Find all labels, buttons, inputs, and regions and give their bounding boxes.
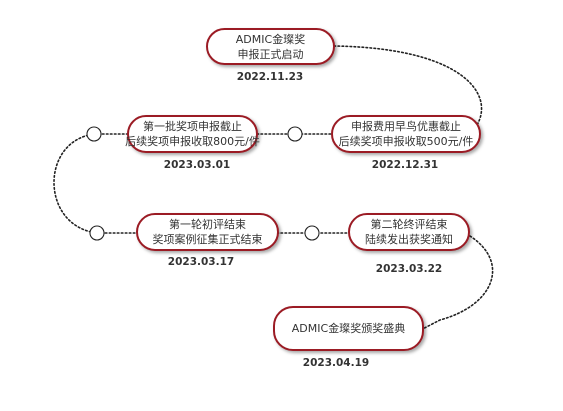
milestone-node-final-review: 第二轮终评结束 陆续发出获奖通知: [348, 213, 470, 251]
milestone-line2: 陆续发出获奖通知: [365, 233, 453, 246]
milestone-node-early-bird: 申报费用早鸟优惠截止 后续奖项申报收取500元/件: [331, 115, 481, 153]
milestone-date: 2023.03.17: [167, 256, 235, 268]
milestone-line2: 后续奖项申报收取500元/件: [338, 135, 474, 148]
connector-3-4: [53, 133, 137, 234]
milestone-node-first-batch: 第一批奖项申报截止 后续奖项申报收取800元/件: [125, 115, 260, 153]
junction-dot: [287, 126, 303, 142]
milestone-line1: 第一批奖项申报截止: [143, 120, 242, 133]
milestone-date: 2023.04.19: [302, 357, 370, 369]
milestone-date: 2022.12.31: [371, 159, 439, 171]
milestone-line2: 申报正式启动: [237, 47, 304, 61]
milestone-line2: 后续奖项申报收取800元/件: [125, 135, 260, 148]
milestone-line1: 第一轮初评结束: [169, 218, 246, 231]
milestone-node-launch: ADMIC金璨奖 申报正式启动: [206, 28, 335, 65]
milestone-node-first-review: 第一轮初评结束 奖项案例征集正式结束: [136, 213, 279, 251]
milestone-date: 2023.03.01: [163, 159, 231, 171]
milestone-line1: ADMIC金璨奖颁奖盛典: [291, 322, 406, 335]
milestone-line1: 第二轮终评结束: [370, 218, 448, 231]
milestone-line2: 奖项案例征集正式结束: [152, 233, 263, 246]
connector-1-2: [333, 45, 483, 133]
junction-dot: [304, 225, 320, 241]
junction-dot: [89, 225, 105, 241]
milestone-line1: 申报费用早鸟优惠截止: [351, 120, 461, 133]
milestone-date: 2022.11.23: [236, 71, 304, 83]
milestone-date: 2023.03.22: [375, 263, 443, 275]
junction-dot: [86, 126, 102, 142]
connector-5-6: [419, 235, 494, 331]
milestone-node-ceremony: ADMIC金璨奖颁奖盛典: [273, 306, 424, 351]
milestone-line1: ADMIC金璨奖: [235, 32, 306, 46]
